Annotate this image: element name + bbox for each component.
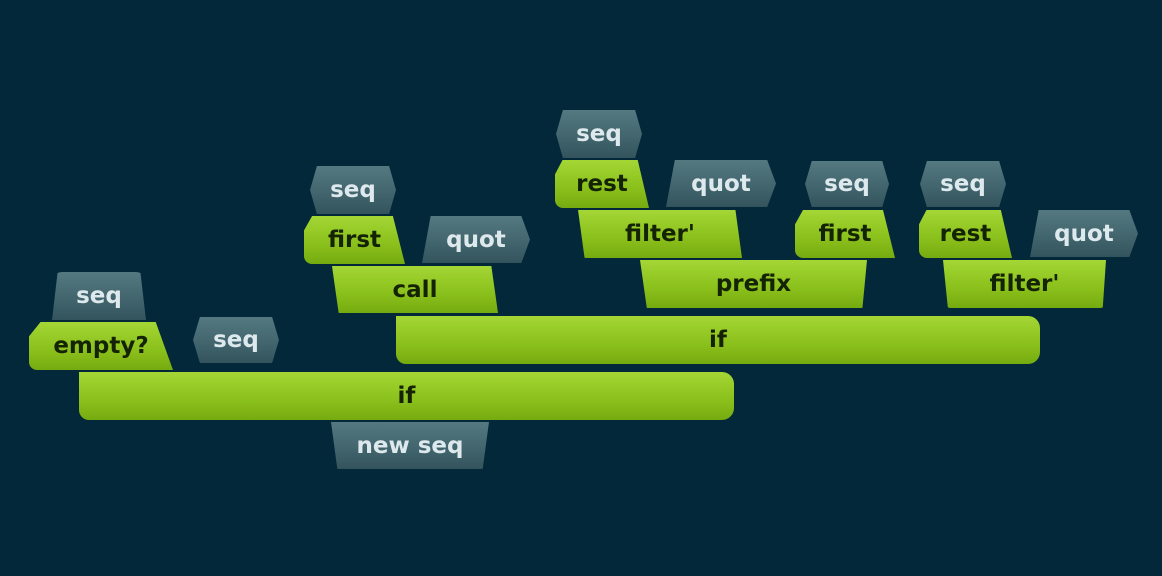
- block-filter-a[interactable]: filter': [578, 210, 742, 258]
- block-empty[interactable]: empty?: [29, 322, 173, 370]
- block-if-outer[interactable]: if: [79, 372, 734, 420]
- block-rest-b[interactable]: rest: [919, 210, 1012, 258]
- block-quot-a[interactable]: quot: [422, 216, 530, 263]
- block-first-b[interactable]: first: [795, 210, 895, 258]
- block-seq-d[interactable]: seq: [556, 110, 642, 158]
- block-seq-b[interactable]: seq: [193, 317, 279, 363]
- block-call[interactable]: call: [332, 266, 498, 313]
- block-filter-b[interactable]: filter': [943, 260, 1106, 308]
- block-quot-b[interactable]: quot: [666, 160, 776, 207]
- block-seq-f[interactable]: seq: [920, 161, 1006, 207]
- block-seq-e[interactable]: seq: [805, 161, 889, 207]
- block-new-seq[interactable]: new seq: [331, 422, 489, 469]
- block-quot-c[interactable]: quot: [1030, 210, 1138, 257]
- block-if-inner[interactable]: if: [396, 316, 1040, 364]
- block-prefix[interactable]: prefix: [640, 260, 867, 308]
- block-seq-a[interactable]: seq: [52, 272, 146, 320]
- block-seq-c[interactable]: seq: [310, 166, 396, 214]
- block-rest-a[interactable]: rest: [555, 160, 649, 208]
- block-first-a[interactable]: first: [304, 216, 405, 264]
